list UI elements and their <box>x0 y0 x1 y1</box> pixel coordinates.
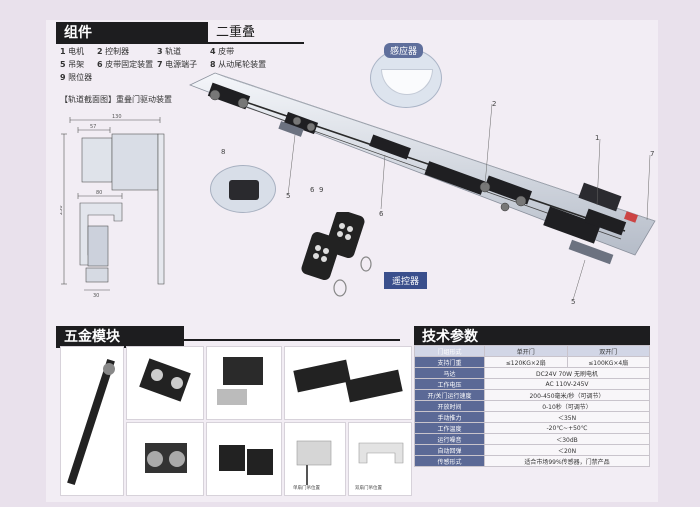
part-item: 2 控制器 <box>97 47 130 56</box>
dim-width-mid: 80 <box>96 190 102 196</box>
spec-value: ＜30dB <box>484 433 650 445</box>
part-item: 6 皮带固定装置 <box>97 60 154 69</box>
hardware-caption-double: 双扇门吊位置 <box>355 486 382 491</box>
spec-key: 自动回弹 <box>414 444 485 456</box>
hardware-item-arm <box>60 346 124 496</box>
part-item: 1 电机 <box>60 47 85 56</box>
section-subtitle-text: 二重叠 <box>216 25 256 40</box>
remote-label: 遥控器 <box>384 272 428 289</box>
spec-value: ≤120KG×2扇 <box>484 356 568 368</box>
spec-title-bar: 技术参数 <box>414 326 650 348</box>
hardware-title-rule <box>184 339 400 341</box>
idler-wheel-part <box>229 180 259 200</box>
spec-row: 支持门重 ≤120KG×2扇 ≤100KG×4扇 <box>414 356 650 368</box>
part-item: 9 限位器 <box>60 73 93 82</box>
callout-9: 9 <box>319 186 324 194</box>
spec-key: 开/关门运行速度 <box>414 389 485 401</box>
part-item: 5 吊架 <box>60 60 85 69</box>
dim-width-total: 130 <box>112 114 122 120</box>
section-title-bar: 组件 <box>56 22 208 44</box>
spec-key: 开放时间 <box>414 400 485 412</box>
callout-7: 7 <box>650 150 655 158</box>
part-item: 8 从动尾轮装置 <box>210 60 267 69</box>
spec-key: 传感形式 <box>414 455 485 467</box>
callout-2: 2 <box>492 100 497 108</box>
spec-row: 运行噪音＜30dB <box>414 433 650 445</box>
spec-value: ≤100KG×4扇 <box>566 356 650 368</box>
hardware-title: 五金模块 <box>64 329 120 345</box>
sensor-device <box>381 69 433 95</box>
spec-key: 支持门重 <box>414 356 485 368</box>
spec-key: 门组形式 <box>414 345 485 357</box>
callout-8: 8 <box>221 148 226 156</box>
part-item: 4 皮带 <box>210 47 235 56</box>
dim-width-top: 57 <box>90 124 96 130</box>
spec-value: 适合市场99%传感器，门禁产品 <box>484 455 650 467</box>
spec-value: ＜35N <box>484 411 650 423</box>
drive-assembly-illustration <box>188 72 656 301</box>
hardware-item-double-clamp: 双扇门吊位置 <box>348 422 412 496</box>
spec-value: 200-450毫米/秒（可调节） <box>484 389 650 401</box>
hardware-item-single-clamp: 单扇门吊位置 <box>284 422 346 496</box>
spec-key: 运行噪音 <box>414 433 485 445</box>
track-cross-section-drawing: 130 57 80 230 30 <box>60 114 165 298</box>
spec-value: ＜20N <box>484 444 650 456</box>
sensor-label: 感应器 <box>384 43 424 58</box>
idler-wheel-inset <box>210 165 276 213</box>
spec-value: 单开门 <box>484 345 568 357</box>
spec-value: -20℃~+50℃ <box>484 422 650 434</box>
section-subtitle: 二重叠 <box>208 22 304 44</box>
spec-row: 自动回弹＜20N <box>414 444 650 456</box>
spec-row: 工作温度-20℃~+50℃ <box>414 422 650 434</box>
callout-1: 1 <box>595 134 600 142</box>
spec-row: 传感形式适合市场99%传感器，门禁产品 <box>414 455 650 467</box>
spec-key: 马达 <box>414 367 485 379</box>
spec-value: 双开门 <box>566 345 650 357</box>
hardware-item-plates <box>284 346 412 420</box>
spec-value: DC24V 70W 无刷电机 <box>484 367 650 379</box>
hardware-item-bracket <box>206 422 282 496</box>
spec-key: 工作电压 <box>414 378 485 390</box>
hardware-caption-single: 单扇门吊位置 <box>293 486 320 491</box>
spec-row: 手动推力＜35N <box>414 411 650 423</box>
hardware-item-hanger-b <box>206 346 282 420</box>
hardware-title-bar: 五金模块 <box>56 326 184 348</box>
hardware-item-hanger-a <box>126 346 204 420</box>
hardware-item-roller <box>126 422 204 496</box>
section-title: 组件 <box>64 25 92 41</box>
part-item: 7 电源端子 <box>157 60 198 69</box>
section-caption: 【轨道截面图】重叠门驱动装置 <box>60 95 172 104</box>
spec-row: 门组形式 单开门 双开门 <box>414 345 650 357</box>
spec-value: AC 110V-245V <box>484 378 650 390</box>
callout-5b: 5 <box>571 298 576 306</box>
spec-title: 技术参数 <box>422 329 478 345</box>
dim-bottom: 30 <box>93 293 99 298</box>
part-item: 3 轨道 <box>157 47 182 56</box>
spec-key: 工作温度 <box>414 422 485 434</box>
callout-6b: 6 <box>379 210 384 218</box>
remote-controls-illustration <box>301 212 372 297</box>
spec-table: 门组形式 单开门 双开门 支持门重 ≤120KG×2扇 ≤100KG×4扇 马达… <box>414 345 650 467</box>
spec-value: 0-10秒（可调节） <box>484 400 650 412</box>
callout-6a: 6 <box>310 186 315 194</box>
callout-5a: 5 <box>286 192 291 200</box>
spec-key: 手动推力 <box>414 411 485 423</box>
dim-height: 230 <box>60 205 64 215</box>
